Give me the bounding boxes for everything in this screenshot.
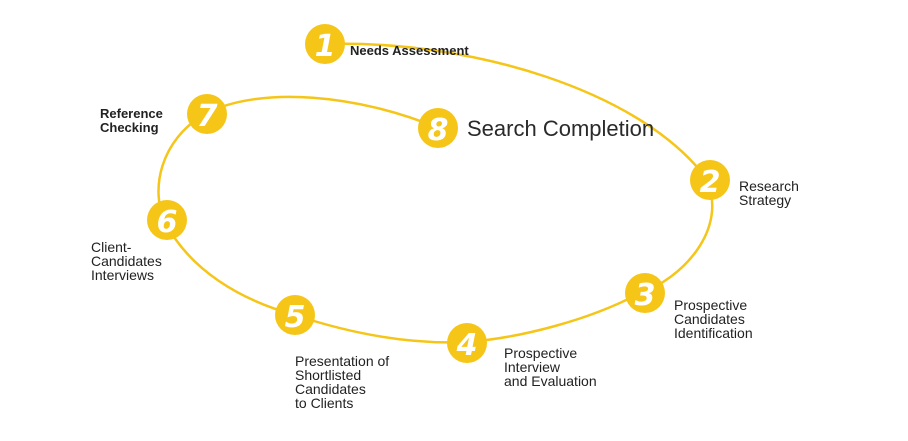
- step-label-5: Presentation of Shortlisted Candidates t…: [295, 353, 390, 411]
- step-number-8: 8: [428, 113, 449, 148]
- step-label-3: Prospective Candidates Identification: [674, 297, 753, 341]
- step-badge-6: 6: [147, 200, 187, 240]
- step-label-8: Search Completion: [467, 116, 655, 141]
- step-label-1: Needs Assessment: [350, 43, 469, 58]
- step-label-7: Reference Checking: [100, 106, 163, 135]
- step-number-6: 6: [157, 205, 178, 240]
- step-number-1: 1: [315, 29, 336, 64]
- step-number-5: 5: [285, 300, 306, 335]
- step-badge-5: 5: [275, 295, 315, 335]
- step-number-4: 4: [456, 328, 478, 363]
- step-badge-2: 2: [690, 160, 730, 200]
- step-label-2: Research Strategy: [739, 178, 799, 208]
- step-badge-4: 4: [447, 323, 487, 363]
- step-label-6: Client- Candidates Interviews: [91, 239, 162, 283]
- step-badge-7: 7: [187, 94, 227, 134]
- step-number-3: 3: [635, 278, 656, 313]
- step-label-4: Prospective Interview and Evaluation: [504, 345, 597, 389]
- step-number-7: 7: [197, 99, 218, 134]
- step-number-2: 2: [700, 165, 721, 200]
- step-badge-3: 3: [625, 273, 665, 313]
- step-badge-8: 8: [418, 108, 458, 148]
- step-badge-1: 1: [305, 24, 345, 64]
